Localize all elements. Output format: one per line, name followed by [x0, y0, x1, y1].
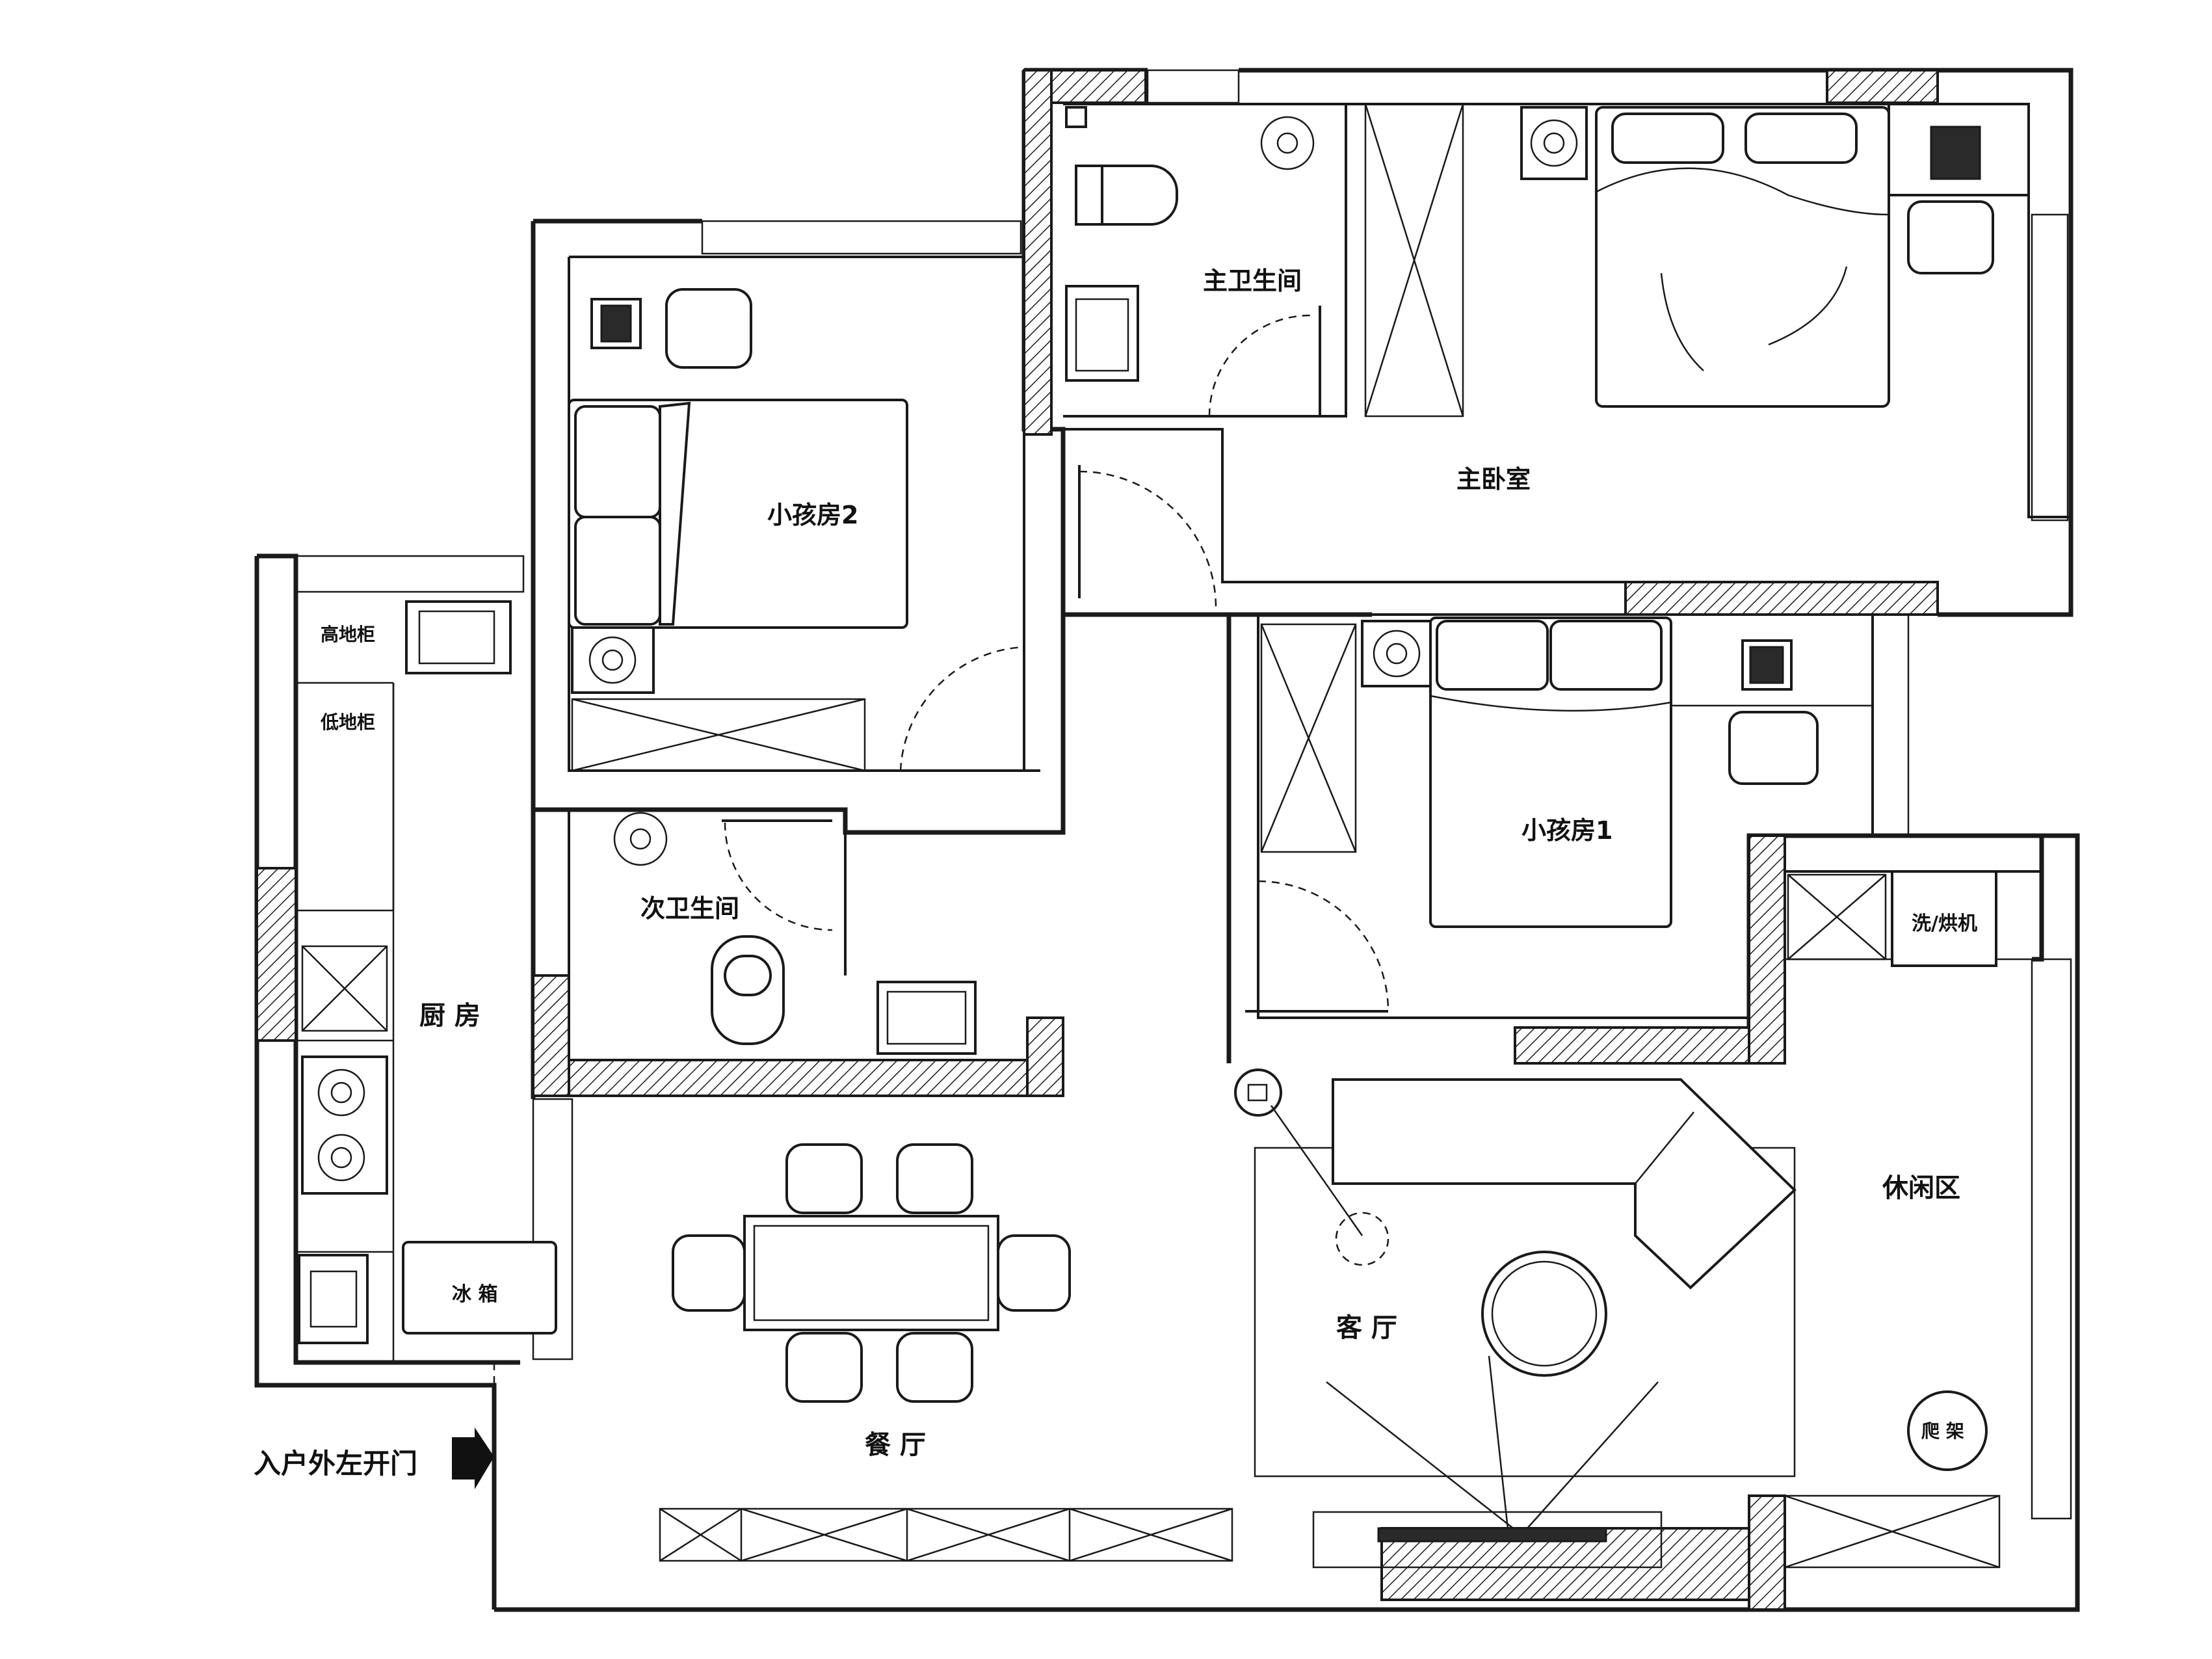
- kids-room-1-furniture: [1260, 617, 1819, 928]
- kitchen-fixtures: [298, 600, 557, 1344]
- label-kids-room-2: 小孩房2: [767, 501, 858, 529]
- dining-furniture: [672, 1143, 1071, 1403]
- label-low-cabinet: 低地柜: [320, 711, 375, 733]
- label-second-bath: 次卫生间: [640, 894, 739, 923]
- label-fridge: 冰 箱: [452, 1283, 497, 1306]
- doors: [493, 306, 1389, 1561]
- kids-room-2-furniture: [568, 288, 908, 772]
- living-furniture: [1234, 1068, 1797, 1569]
- label-tall-cabinet: 高地柜: [321, 624, 375, 645]
- structural-walls: [256, 69, 1939, 1611]
- label-plant: 爬 架: [1921, 1420, 1964, 1442]
- label-kitchen: 厨 房: [419, 1001, 481, 1031]
- label-kids-room-1: 小孩房1: [1521, 816, 1613, 845]
- label-entrance: 入户外左开门: [254, 1448, 417, 1480]
- label-leisure: 休闲区: [1882, 1173, 1960, 1203]
- label-master-bedroom: 主卧室: [1456, 465, 1531, 494]
- label-dining: 餐 厅: [865, 1430, 926, 1460]
- storage-cabinets: [659, 870, 2001, 1569]
- interior-walls: [296, 103, 2071, 1362]
- master-bath-fixtures: [1065, 106, 1315, 382]
- label-master-bath: 主卫生间: [1203, 267, 1302, 295]
- master-bedroom-furniture: [1520, 103, 2030, 408]
- label-washer-dryer: 洗/烘机: [1912, 912, 1977, 935]
- label-living: 客 厅: [1336, 1313, 1397, 1343]
- entrance-arrow-icon: [452, 1427, 494, 1489]
- second-bath-fixtures: [613, 812, 977, 1055]
